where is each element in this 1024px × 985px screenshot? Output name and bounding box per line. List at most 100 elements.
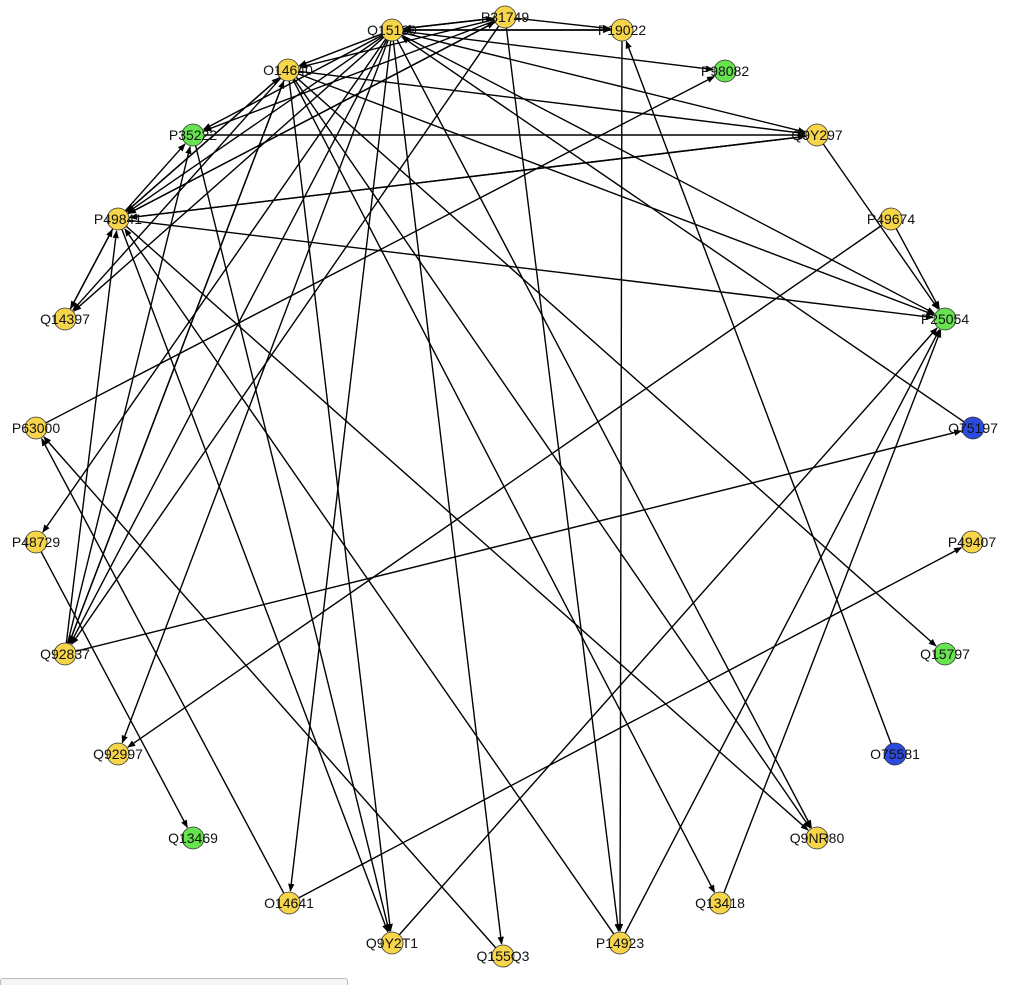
edge-O14640-Q13418: [292, 79, 716, 894]
node-label: Q155Q3: [477, 948, 530, 964]
node-P19022[interactable]: P19022: [598, 18, 646, 42]
node-P49841[interactable]: P49841: [94, 207, 142, 231]
node-circle[interactable]: [53, 307, 77, 331]
edge-O75581-P19022: [625, 40, 892, 744]
node-circle[interactable]: [277, 891, 301, 915]
edge-P49841-P35222: [124, 143, 186, 212]
edge-Q15139-P49841: [127, 35, 384, 213]
edge-P49841-P25054: [128, 219, 934, 320]
node-Q92997[interactable]: Q92997: [93, 742, 143, 766]
edge-layer: [40, 16, 965, 949]
node-circle[interactable]: [933, 642, 957, 666]
node-label: P98082: [701, 63, 749, 79]
node-circle[interactable]: [106, 742, 130, 766]
node-circle[interactable]: [961, 416, 985, 440]
edge-P31749-P14923: [505, 27, 621, 932]
edge-O14640-Q15797: [295, 76, 937, 647]
edge-P63000-P98082: [45, 75, 716, 424]
node-circle[interactable]: [276, 58, 300, 82]
node-O14641[interactable]: O14641: [264, 891, 314, 915]
horizontal-scrollbar[interactable]: [0, 978, 348, 985]
node-circle[interactable]: [106, 207, 130, 231]
edge-Q15139-O14640: [298, 33, 382, 67]
node-circle[interactable]: [805, 826, 829, 850]
node-P14923[interactable]: P14923: [596, 931, 644, 955]
node-circle[interactable]: [380, 931, 404, 955]
node-P63000[interactable]: P63000: [12, 416, 60, 440]
edge-Q15139-P98082: [402, 30, 714, 72]
edge-Q92837-P35222: [66, 145, 192, 644]
node-circle[interactable]: [805, 123, 829, 147]
edge-O14641-P63000: [41, 437, 285, 894]
edge-P14923-P25054: [624, 328, 941, 934]
edge-Q15139-Q92837: [69, 39, 388, 645]
node-circle[interactable]: [933, 307, 957, 331]
node-circle[interactable]: [380, 18, 404, 42]
node-Q9NR80[interactable]: Q9NR80: [790, 826, 845, 850]
node-label: P35222: [169, 127, 217, 143]
node-Q13469[interactable]: Q13469: [168, 826, 218, 850]
node-P98082[interactable]: P98082: [701, 59, 749, 83]
node-label: P31749: [481, 9, 529, 25]
node-circle[interactable]: [53, 642, 77, 666]
node-label: Q15797: [920, 646, 970, 662]
node-Q9Y2T1[interactable]: Q9Y2T1: [366, 931, 418, 955]
node-label: Q14397: [40, 311, 90, 327]
node-circle[interactable]: [960, 530, 984, 554]
node-label: Q92997: [93, 746, 143, 762]
node-circle[interactable]: [491, 944, 515, 968]
node-circle[interactable]: [181, 826, 205, 850]
node-label: P49407: [948, 534, 996, 550]
edge-Q92837-P49841: [65, 230, 119, 644]
node-O75581[interactable]: O75581: [870, 742, 920, 766]
node-circle[interactable]: [713, 59, 737, 83]
node-P25054[interactable]: P25054: [921, 307, 969, 331]
node-P31749[interactable]: P31749: [481, 5, 529, 29]
edge-Q92837-O14640: [68, 80, 285, 644]
node-O14640[interactable]: O14640: [263, 58, 313, 82]
edge-P49841-Q9NR80: [125, 225, 809, 831]
node-Q155Q3[interactable]: Q155Q3: [477, 944, 530, 968]
node-circle[interactable]: [708, 891, 732, 915]
node-Q92837[interactable]: Q92837: [40, 642, 90, 666]
edge-P35222-Q9Y2T1: [194, 145, 391, 933]
node-label: P49674: [867, 211, 915, 227]
node-circle[interactable]: [24, 416, 48, 440]
node-O75197[interactable]: O75197: [948, 416, 998, 440]
node-P35222[interactable]: P35222: [169, 123, 217, 147]
node-circle[interactable]: [610, 18, 634, 42]
node-label: Q9NR80: [790, 830, 845, 846]
node-label: O14640: [263, 62, 313, 78]
node-label: Q13418: [695, 895, 745, 911]
node-circle[interactable]: [879, 207, 903, 231]
edge-Q9Y297-P49841: [129, 135, 807, 220]
node-Q14397[interactable]: Q14397: [40, 307, 90, 331]
edge-P31749-Q92837: [71, 25, 500, 645]
node-circle[interactable]: [181, 123, 205, 147]
node-label: P14923: [596, 935, 644, 951]
edge-Q9Y2T1-P25054: [398, 327, 938, 936]
node-layer: Q15139 P31749P19022P98082Q9Y297P49674P250…: [12, 5, 998, 968]
edge-P31749-P19022: [515, 17, 611, 32]
node-P49674[interactable]: P49674: [867, 207, 915, 231]
edge-P49841-Q9Y2T1: [121, 229, 389, 933]
node-Q9Y297[interactable]: Q9Y297: [791, 123, 843, 147]
edge-P49674-P25054: [895, 228, 940, 310]
edge-Q15139-Q9NR80: [396, 39, 813, 829]
node-Q13418[interactable]: Q13418: [695, 891, 745, 915]
edge-O14641-P49407: [298, 546, 963, 899]
node-circle[interactable]: [24, 530, 48, 554]
edge-Q15139-P48729: [42, 38, 387, 533]
node-P49407[interactable]: P49407: [948, 530, 996, 554]
edge-P14923-P49841: [124, 228, 615, 935]
node-label: P48729: [12, 534, 60, 550]
edge-Q15139-P35222: [202, 34, 383, 131]
edge-O14640-Q14397: [72, 77, 282, 311]
node-circle[interactable]: [493, 5, 517, 29]
node-circle[interactable]: [883, 742, 907, 766]
node-P48729[interactable]: P48729: [12, 530, 60, 554]
node-Q15139[interactable]: Q15139: [367, 18, 417, 42]
node-circle[interactable]: [608, 931, 632, 955]
node-Q15797[interactable]: Q15797: [920, 642, 970, 666]
